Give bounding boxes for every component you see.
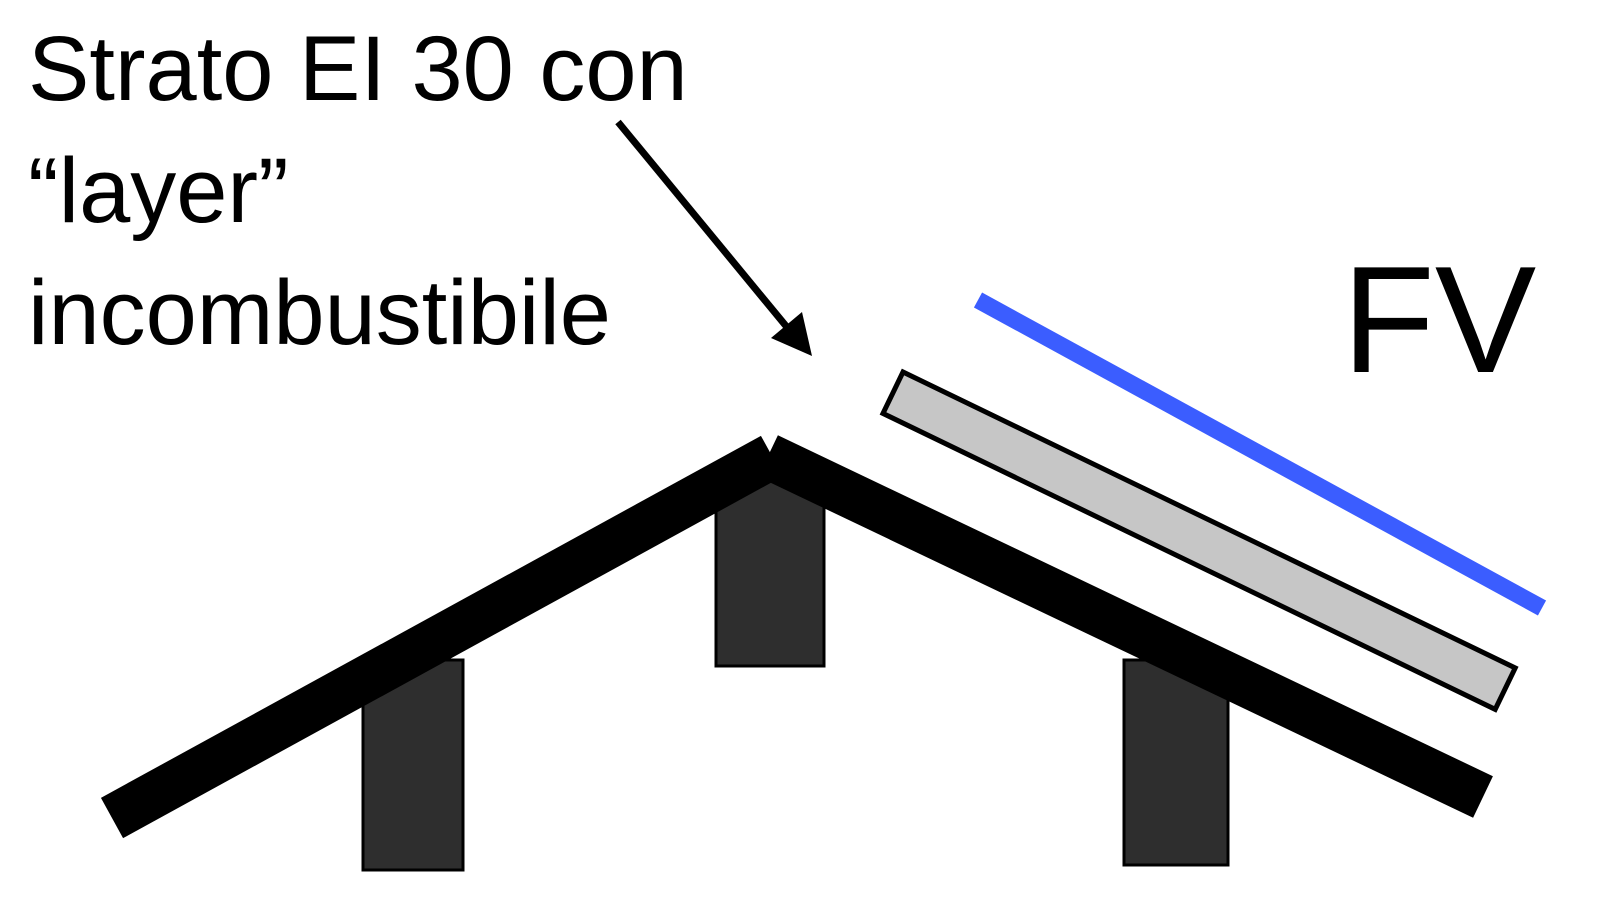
roof-support-right [1122, 658, 1230, 867]
pv-module-line [973, 292, 1547, 616]
ei30-layer-slab [879, 368, 1519, 713]
roof-slope-right [758, 435, 1493, 818]
fv-label: FV [1342, 235, 1536, 405]
annotation-line-2: “layer” [28, 140, 289, 242]
annotation-line-3: incombustibile [28, 262, 611, 364]
annotation-arrow-head [771, 312, 812, 356]
annotation-arrow-line [615, 119, 789, 329]
annotation-line-1: Strato EI 30 con [28, 18, 688, 120]
roof-slope-left [100, 435, 784, 839]
